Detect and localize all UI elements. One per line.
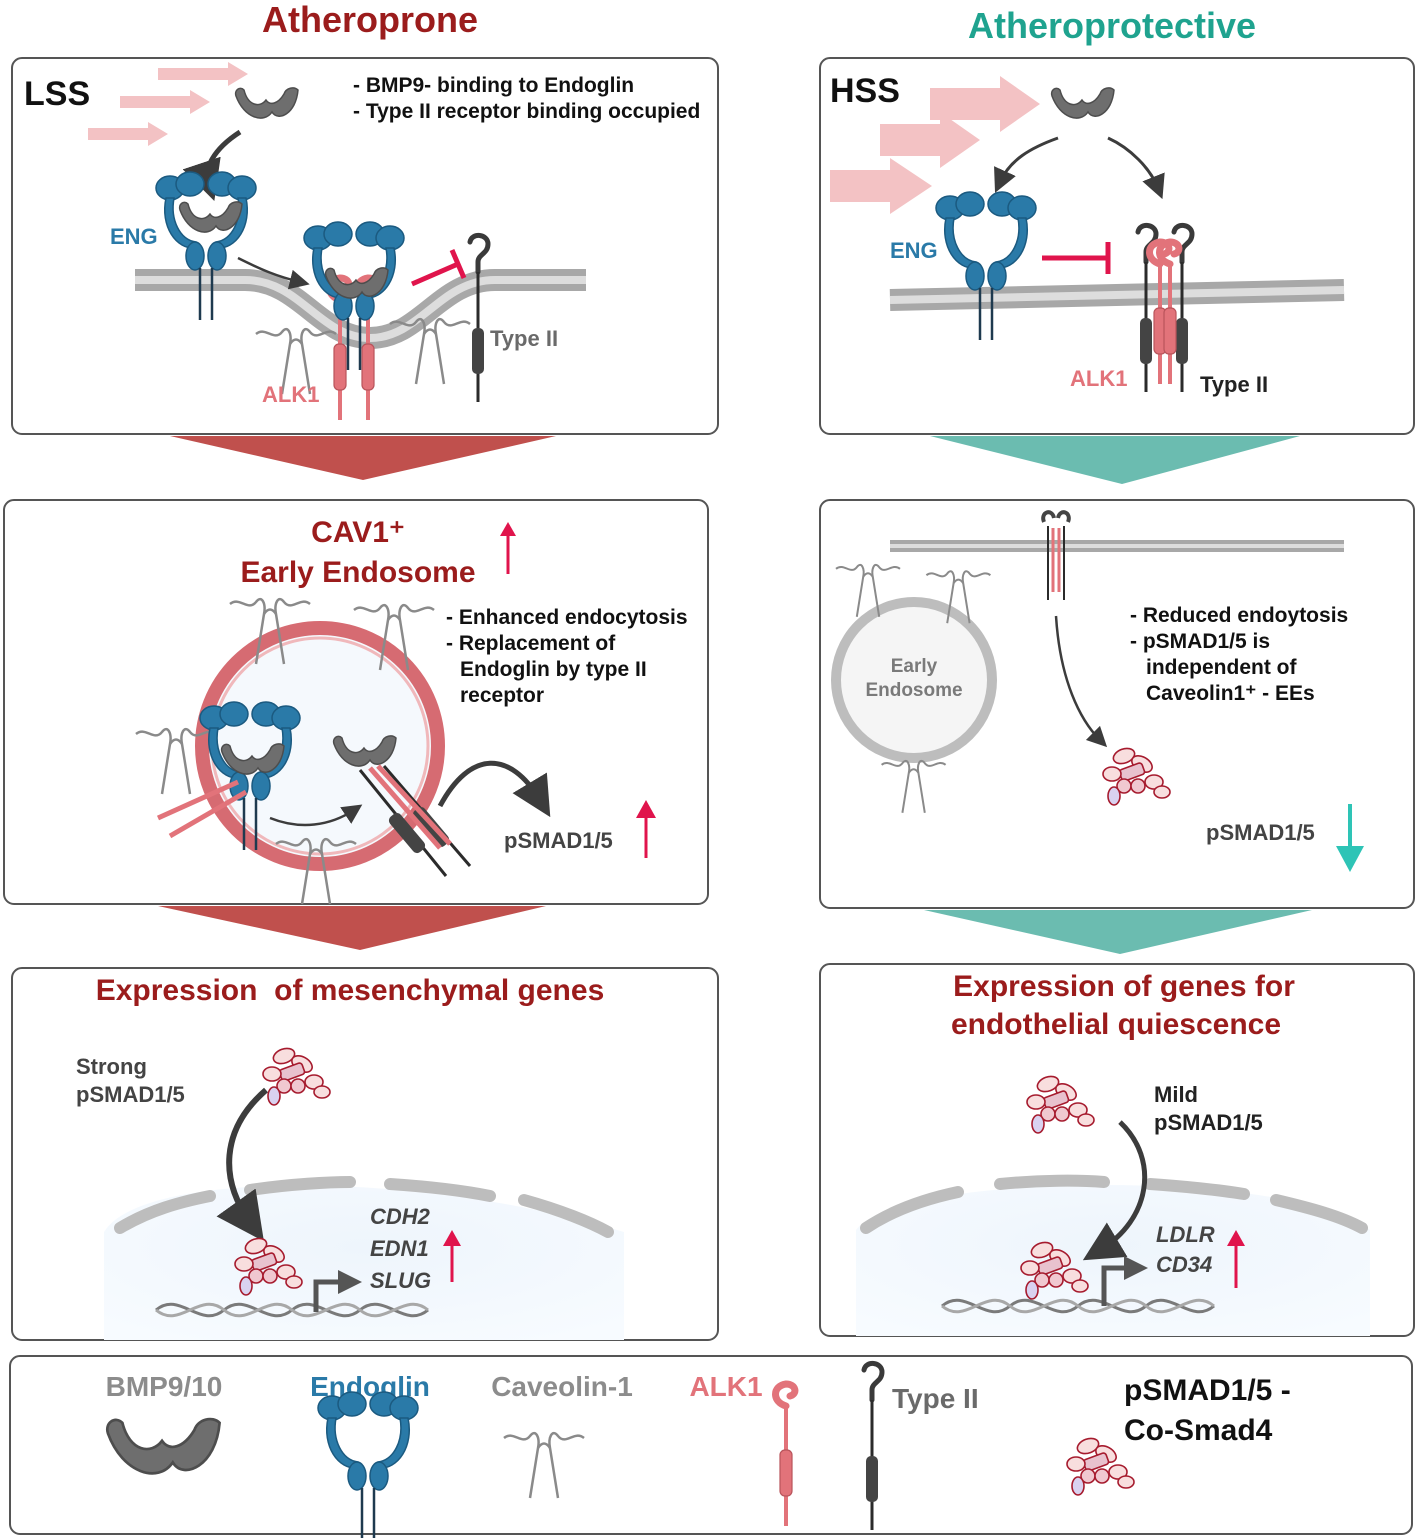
translocation-arrow <box>216 1087 268 1242</box>
up-arrow-icon <box>636 800 656 858</box>
internalization-arrow <box>237 256 310 290</box>
shear-flow-arrows-hss <box>830 76 1040 214</box>
binding-arrow <box>994 136 1059 193</box>
inhibition-symbol <box>1042 242 1111 274</box>
hss-label: HSS <box>830 72 900 110</box>
flow-chevron <box>930 436 1300 484</box>
mes-title: Expression of mesenchymal genes <box>96 974 605 1007</box>
legend-caveolin-label: Caveolin-1 <box>491 1371 633 1402</box>
cav1-psmad-label: pSMAD1/5 <box>504 828 613 853</box>
ee-note-3: independent of <box>1146 656 1297 679</box>
cav1-note-3: Endoglin by type II <box>460 658 647 681</box>
ee-note-1: - Reduced endoytosis <box>1130 604 1348 627</box>
mes-gene-2: EDN1 <box>370 1236 429 1261</box>
binding-arrow <box>1107 136 1165 200</box>
panel-mesenchymal-genes: Expression of mesenchymal genes Strong p… <box>11 967 719 1341</box>
cav1-title-1: CAV1⁺ <box>311 516 405 549</box>
qui-title-2: endothelial quiescence <box>951 1008 1281 1041</box>
legend-psmad-label-1: pSMAD1/5 - <box>1124 1374 1291 1407</box>
qui-gene-2: CD34 <box>1156 1252 1212 1277</box>
panel-cav1-endosome: CAV1⁺ Early Endosome - Enha <box>3 499 709 906</box>
lss-eng-label: ENG <box>110 224 158 249</box>
hss-alk1-label: ALK1 <box>1070 366 1127 391</box>
dna-helix <box>941 1298 1215 1314</box>
hss-type2-label: Type II <box>1200 372 1268 397</box>
qui-strength-1: Mild <box>1154 1082 1198 1107</box>
early-endosome <box>195 621 445 871</box>
cav1-note-2: - Replacement of <box>446 632 616 655</box>
ee-endosome-label-1: Early <box>891 656 938 677</box>
replacement-arrow <box>269 804 363 827</box>
mes-strength-2: pSMAD1/5 <box>76 1082 185 1107</box>
transcription-start-icon <box>1101 1256 1148 1306</box>
lss-note-1: - BMP9- binding to Endoglin <box>353 74 634 97</box>
title-atheroprotective: Atheroprotective <box>968 5 1256 46</box>
lss-type2-label: Type II <box>490 326 558 351</box>
legend-bmp-label: BMP9/10 <box>106 1371 223 1402</box>
shear-flow-arrows-lss <box>88 62 248 146</box>
receptor-complex-icon <box>1041 510 1071 600</box>
ee-psmad-label: pSMAD1/5 <box>1206 820 1315 845</box>
cav1-title-2: Early Endosome <box>240 556 475 589</box>
cav1-note-1: - Enhanced endocytosis <box>446 606 688 629</box>
inhibition-symbol <box>411 249 467 287</box>
signaling-arrow <box>1054 615 1108 748</box>
nucleus <box>856 1185 1370 1336</box>
up-arrow-icon <box>443 1230 461 1282</box>
lss-note-2: - Type II receptor binding occupied <box>353 100 700 123</box>
signaling-arrow <box>437 760 551 818</box>
mes-strength-1: Strong <box>76 1054 147 1079</box>
up-arrow-icon <box>500 522 516 574</box>
hss-eng-label: ENG <box>890 238 938 263</box>
transcription-start-icon <box>313 1270 362 1312</box>
lss-alk1-label: ALK1 <box>262 382 319 407</box>
panel-quiescence-genes: Expression of genes for endothelial quie… <box>819 963 1415 1337</box>
ee-note-4: Caveolin1⁺ - EEs <box>1146 682 1315 705</box>
nuclear-envelope <box>860 1174 1368 1234</box>
translocation-arrow <box>1082 1120 1148 1261</box>
up-arrow-icon <box>1227 1230 1245 1288</box>
early-endosome <box>831 597 997 763</box>
title-atheroprone: Atheroprone <box>262 0 478 40</box>
alk1-icon <box>368 764 452 850</box>
legend-psmad-label-2: Co-Smad4 <box>1124 1414 1273 1447</box>
panel-lss: LSS - BMP9- binding to Endoglin - Type I… <box>11 57 719 435</box>
down-arrow-icon <box>1336 804 1364 872</box>
legend-type2-label: Type II <box>892 1383 979 1414</box>
qui-title-1: Expression of genes for <box>953 970 1295 1003</box>
legend-alk1-label: ALK1 <box>689 1371 762 1402</box>
dna-helix <box>155 1302 429 1318</box>
lss-label: LSS <box>24 75 90 113</box>
panel-hss: HSS ENG ALK1 Type II <box>819 57 1415 435</box>
nuclear-envelope <box>114 1176 614 1238</box>
qui-gene-1: LDLR <box>1156 1222 1215 1247</box>
ee-endosome-label-2: Endosome <box>865 680 962 701</box>
panel-early-endosome: Early Endosome - Reduced endoytosis - pS… <box>819 499 1415 909</box>
legend-panel: BMP9/10 Endoglin Caveolin-1 ALK1 Type II… <box>9 1355 1413 1538</box>
qui-strength-2: pSMAD1/5 <box>1154 1110 1263 1135</box>
alk1-icon <box>156 779 248 839</box>
flow-chevron <box>170 436 556 480</box>
flow-chevron <box>158 906 546 950</box>
binding-arrow <box>182 129 242 201</box>
ee-note-2: - pSMAD1/5 is <box>1130 630 1270 653</box>
mes-gene-1: CDH2 <box>370 1204 431 1229</box>
mes-gene-3: SLUG <box>370 1268 431 1293</box>
flow-chevron <box>924 910 1312 954</box>
cav1-note-4: receptor <box>460 684 544 707</box>
